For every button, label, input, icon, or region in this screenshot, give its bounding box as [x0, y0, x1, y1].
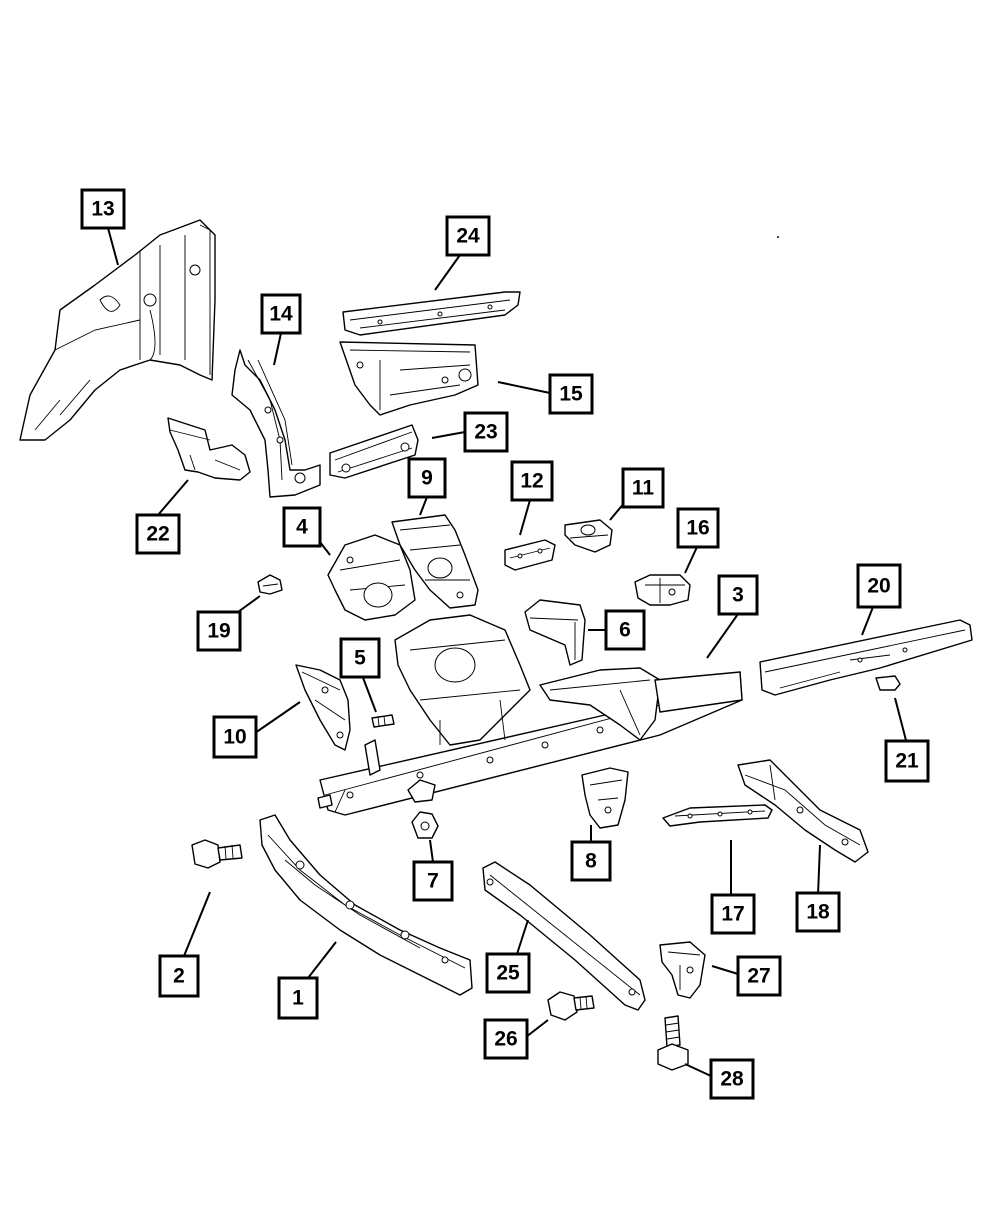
callout-17-label: 17: [721, 903, 744, 926]
part-27-bracket: [659, 941, 706, 999]
callout-9: 9: [407, 457, 447, 499]
part-5-stud: [371, 714, 395, 728]
callout-4: 4: [282, 506, 322, 548]
callout-18-label: 18: [806, 901, 830, 924]
callout-15: 15: [548, 373, 594, 415]
callout-14-label: 14: [269, 303, 293, 326]
callout-12: 12: [510, 460, 554, 502]
callout-14: 14: [260, 293, 302, 335]
callout-7: 7: [412, 860, 454, 902]
part-3-frame-assembly: [317, 614, 743, 816]
part-16-bracket: [634, 574, 691, 606]
part-25-tie-bar: [482, 861, 646, 1011]
callout-11-label: 11: [632, 477, 655, 500]
callout-8-label: 8: [585, 850, 597, 873]
part-9-shock-tower: [391, 514, 479, 609]
callout-23-label: 23: [474, 421, 497, 444]
callout-2-label: 2: [173, 965, 185, 988]
callout-18: 18: [795, 891, 841, 933]
part-17-strip: [662, 804, 773, 827]
callout-21: 21: [884, 739, 930, 783]
callout-11: 11: [621, 467, 665, 509]
part-18-rail-extension: [737, 759, 869, 863]
callout-23: 23: [463, 411, 509, 453]
callout-22-label: 22: [146, 523, 169, 546]
callout-16: 16: [676, 507, 720, 549]
callout-28-label: 28: [720, 1068, 744, 1091]
callout-10-label: 10: [223, 726, 246, 749]
callout-13-label: 13: [91, 198, 114, 221]
part-26-bolt: [547, 991, 595, 1021]
callout-25: 25: [485, 952, 531, 994]
part-2-bolt: [191, 839, 243, 869]
part-6-angle-bracket: [524, 599, 586, 666]
part-15-dash-panel: [339, 341, 479, 416]
callout-13: 13: [80, 188, 126, 230]
callout-28: 28: [709, 1058, 755, 1100]
callout-3-label: 3: [732, 584, 744, 607]
callout-17: 17: [710, 893, 756, 935]
callout-16-label: 16: [686, 517, 709, 540]
callout-3: 3: [717, 574, 759, 616]
part-21-clip: [875, 675, 901, 691]
callout-6-label: 6: [619, 619, 631, 642]
callout-19: 19: [196, 610, 242, 652]
callout-27-label: 27: [747, 965, 770, 988]
part-28-bolt: [657, 1015, 689, 1071]
callout-8: 8: [570, 840, 612, 882]
callout-2: 2: [158, 954, 200, 998]
part-4-shock-tower: [327, 534, 416, 621]
callout-1: 1: [277, 976, 319, 1020]
callout-19-label: 19: [207, 620, 230, 643]
callout-25-label: 25: [496, 962, 520, 985]
part-1-crossmember: [259, 814, 473, 996]
part-13-apron-panel: [19, 219, 216, 441]
callout-26: 26: [483, 1018, 529, 1060]
part-24-cowl-top: [342, 291, 521, 336]
callout-6: 6: [604, 609, 646, 651]
callout-27: 27: [736, 955, 782, 997]
part-7-nut: [411, 811, 439, 839]
part-19-clip: [257, 574, 283, 595]
callout-10: 10: [212, 715, 258, 759]
callout-22: 22: [135, 513, 181, 555]
part-8-bracket: [581, 767, 629, 829]
part-20-frame-rail: [759, 619, 973, 696]
callout-5-label: 5: [354, 647, 366, 670]
callout-15-label: 15: [559, 383, 583, 406]
part-23-cowl-rail: [329, 424, 419, 479]
callout-24-label: 24: [456, 225, 480, 248]
part-10-side-plate: [295, 664, 351, 751]
callout-21-label: 21: [895, 750, 919, 773]
callout-12-label: 12: [520, 470, 543, 493]
callout-26-label: 26: [494, 1028, 517, 1051]
callout-9-label: 9: [421, 467, 433, 490]
part-22-bracket: [167, 417, 251, 481]
callout-24: 24: [445, 215, 491, 257]
part-11-mount-bracket: [564, 519, 613, 553]
leader-lines: [107, 227, 909, 1077]
callout-20-label: 20: [867, 575, 890, 598]
part-12-bracket: [504, 539, 556, 571]
callout-5: 5: [339, 637, 381, 679]
callout-1-label: 1: [292, 987, 304, 1010]
part-14-pillar-reinforcement: [231, 349, 321, 498]
callout-20: 20: [856, 563, 902, 609]
callout-7-label: 7: [427, 870, 439, 893]
callout-4-label: 4: [296, 516, 308, 539]
